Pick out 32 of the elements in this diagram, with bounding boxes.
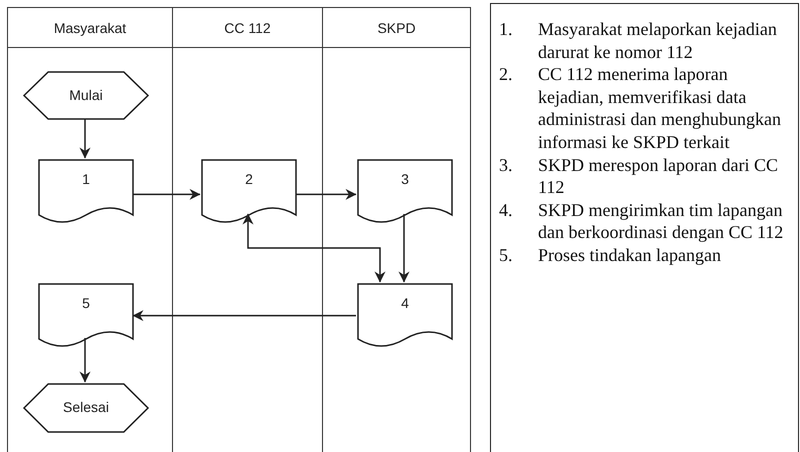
terminator-hexagon [23,383,149,433]
list-number: 1. [499,18,514,41]
arrow [296,188,357,200]
arrow [242,213,386,283]
list-number: 2. [499,63,514,86]
shape-label: 1 [81,171,91,187]
arrow [398,214,410,283]
step-description: SKPD merespon laporan dari CC 112 [538,154,779,199]
list-number: 4. [499,198,514,222]
lane-header: SKPD [323,8,470,48]
lane-header: CC 112 [173,8,322,48]
list-number: 3. [499,154,514,177]
shape-label: Selesai [62,399,110,415]
description-panel [490,3,799,452]
step-description: Proses tindakan lapangan [538,244,722,267]
arrow [80,338,90,383]
terminator-hexagon [23,71,149,120]
swimlane [322,7,471,452]
list-number: 5. [499,244,514,267]
swimlane [7,7,173,452]
shape-label: 3 [400,171,410,187]
step-description: SKPD mengirimkan tim lapangan dan berkoordinasi dengan CC 112 [538,198,784,244]
lane-header: Masyarakat [8,8,172,48]
step-description: Masyarakat melaporkan kejadian darurat ke nomor 112 [538,18,778,64]
shape-label: 4 [400,295,410,311]
arrow [133,188,201,200]
shape-label: 2 [244,171,254,187]
step-description: CC 112 menerima laporan kejadian, memverifikasi data administrasi dan menghubungkan informasi ke SKPD terkait [538,63,782,154]
arrow [80,119,90,159]
shape-label: 5 [81,295,91,311]
shape-label: Mulai [68,86,104,102]
arrow [132,310,356,322]
